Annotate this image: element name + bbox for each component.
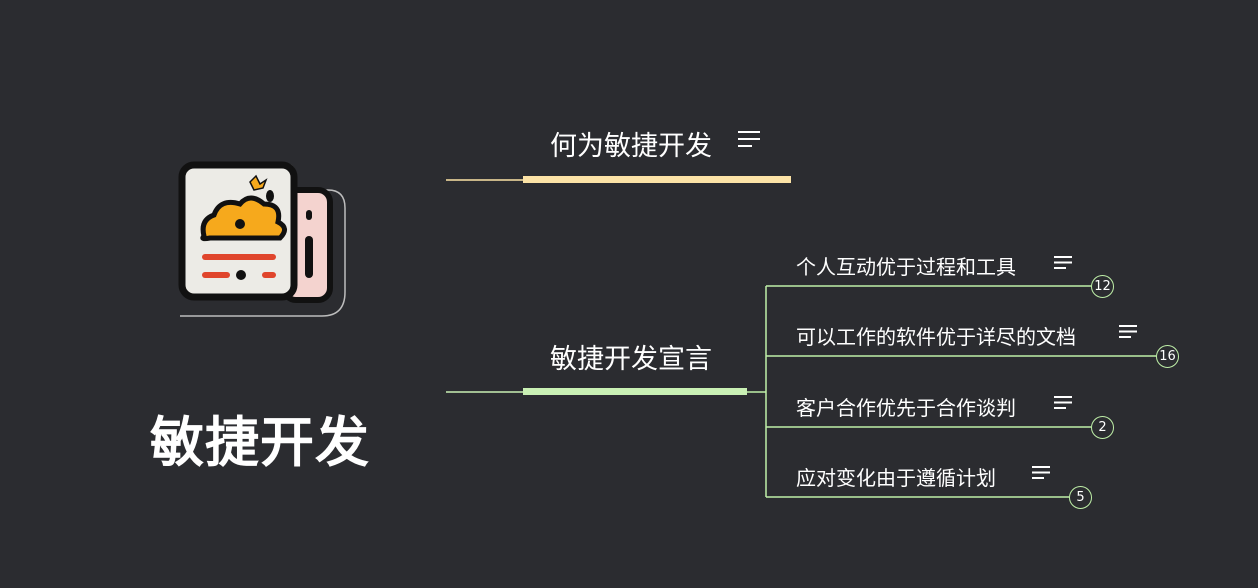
note-icon[interactable] [1054,395,1074,410]
note-icon[interactable] [1032,465,1052,480]
branch-1-underline [523,176,791,183]
note-icon[interactable] [1119,324,1139,339]
attachment-count-badge[interactable]: 12 [1091,275,1114,298]
note-icon[interactable] [1054,255,1074,270]
leaf-3-title[interactable]: 客户合作优先于合作谈判 [796,396,1016,420]
note-icon[interactable] [738,130,762,148]
document-cloud-icon [178,161,346,317]
branch-1-title[interactable]: 何为敏捷开发 [550,131,712,162]
leaf-4-title[interactable]: 应对变化由于遵循计划 [796,466,996,490]
branch-2-title[interactable]: 敏捷开发宣言 [550,344,712,375]
attachment-count-badge[interactable]: 5 [1069,486,1092,509]
attachment-count-badge[interactable]: 16 [1156,345,1179,368]
branch-2-underline [523,388,747,395]
leaf-1-title[interactable]: 个人互动优于过程和工具 [796,255,1016,279]
root-title[interactable]: 敏捷开发 [150,411,370,474]
attachment-count-badge[interactable]: 2 [1091,416,1114,439]
leaf-2-title[interactable]: 可以工作的软件优于详尽的文档 [796,325,1076,349]
